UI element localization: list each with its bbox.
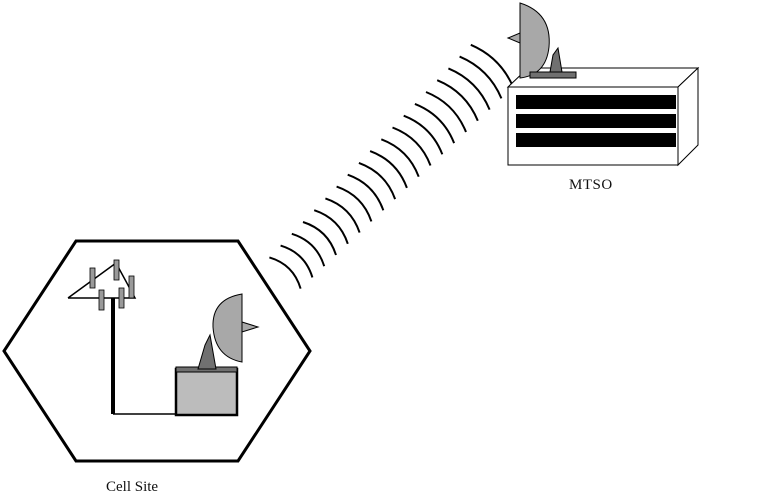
mtso-stripe-1 xyxy=(516,95,676,109)
mtso-label: MTSO xyxy=(569,177,613,193)
cell-equipment-box xyxy=(174,367,239,417)
radio-wave-icon xyxy=(313,209,349,245)
radio-wave-icon xyxy=(436,79,479,122)
radio-wave-icon xyxy=(392,126,432,166)
cell-microwave-dish-icon xyxy=(197,293,260,370)
mtso-microwave-dish-icon xyxy=(506,2,577,79)
radio-wave-icon xyxy=(269,256,302,289)
radio-wave-icon xyxy=(414,102,456,144)
mtso-stripe-2 xyxy=(516,114,676,128)
mtso-building xyxy=(506,66,700,167)
radio-wave-icon xyxy=(369,150,408,189)
cell-hexagon xyxy=(2,239,312,463)
radio-wave-icon xyxy=(470,43,515,88)
cell-tower-antenna-icon xyxy=(67,259,176,415)
radio-waves xyxy=(269,43,515,289)
radio-wave-icon xyxy=(459,55,503,99)
mtso-stripe-3 xyxy=(516,133,676,147)
radio-wave-icon xyxy=(425,91,467,133)
radio-wave-icon xyxy=(403,114,444,155)
radio-wave-icon xyxy=(347,173,385,211)
radio-wave-icon xyxy=(325,197,361,233)
radio-wave-icon xyxy=(380,138,420,178)
cell-site-label: Cell Site xyxy=(106,479,159,495)
radio-wave-icon xyxy=(291,232,326,267)
radio-wave-icon xyxy=(280,244,314,278)
radio-wave-icon xyxy=(302,221,337,256)
radio-wave-icon xyxy=(358,161,397,200)
radio-wave-icon xyxy=(336,185,373,222)
radio-wave-icon xyxy=(448,67,491,110)
